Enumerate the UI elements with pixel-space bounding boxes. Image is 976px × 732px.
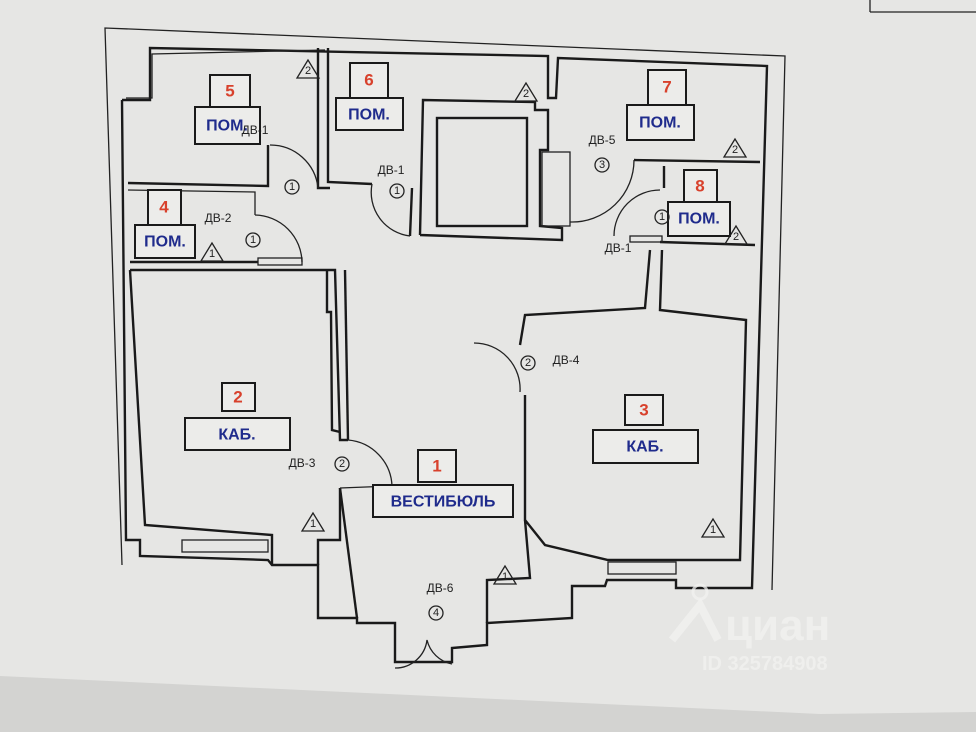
- door-swing: [394, 639, 453, 669]
- wall: [523, 249, 748, 562]
- room-label: ПОМ.: [639, 115, 681, 132]
- wall-segment: [541, 151, 571, 227]
- door-type-marker: 3: [594, 157, 610, 173]
- room-2: 2 КАБ.: [184, 382, 291, 451]
- paper-sheet: [0, 0, 976, 714]
- svg-text:1: 1: [502, 571, 508, 583]
- room-number: 2: [233, 388, 242, 407]
- svg-text:2: 2: [339, 458, 345, 470]
- room-label: КАБ.: [626, 439, 663, 456]
- svg-text:3: 3: [599, 159, 605, 171]
- door-type-marker: 1: [245, 232, 261, 248]
- wall: [130, 268, 348, 442]
- svg-text:4: 4: [433, 607, 439, 619]
- door-swing: [473, 342, 521, 393]
- room-6: 6 ПОМ.: [335, 62, 404, 131]
- room-label: ПОМ.: [348, 107, 390, 124]
- door-swing: [370, 183, 411, 237]
- door-swing: [339, 439, 393, 489]
- door-swing: [269, 144, 319, 189]
- wall: [325, 270, 341, 434]
- door-label: ДВ-1: [242, 123, 269, 137]
- exterior-wall-inner: [126, 49, 326, 99]
- window: [607, 561, 677, 575]
- svg-text:1: 1: [289, 181, 295, 193]
- room-7: 7 ПОМ.: [626, 69, 695, 141]
- door-label: ДВ-6: [427, 581, 454, 595]
- svg-text:2: 2: [523, 88, 529, 100]
- door-type-marker: 1: [389, 183, 405, 199]
- room-label: ВЕСТИБЮЛЬ: [391, 494, 496, 511]
- door-type-marker: 2: [520, 355, 536, 371]
- room-number: 7: [662, 78, 671, 97]
- room-label: ПОМ.: [206, 118, 248, 135]
- triangle-mark: 2: [722, 137, 748, 158]
- watermark-id: ID 325784908: [702, 653, 828, 675]
- door-swing: [254, 214, 303, 263]
- door-label: ДВ-1: [605, 241, 632, 255]
- wall: [633, 158, 761, 164]
- room-label: КАБ.: [218, 427, 255, 444]
- svg-text:1: 1: [659, 211, 665, 223]
- triangle-mark: 1: [300, 511, 326, 532]
- wall: [518, 249, 652, 346]
- room-number: 1: [432, 457, 441, 476]
- triangle-mark: 1: [199, 241, 225, 262]
- shaft-inner: [435, 116, 529, 228]
- room-3: 3 КАБ.: [592, 394, 699, 464]
- room-number: 6: [364, 71, 373, 90]
- wall: [485, 519, 532, 623]
- wall: [338, 487, 359, 619]
- triangle-mark: 1: [492, 564, 518, 585]
- door-type-marker: 2: [334, 456, 350, 472]
- door-label: ДВ-5: [589, 133, 616, 147]
- watermark: циан ID 325784908: [668, 583, 830, 675]
- svg-text:2: 2: [305, 65, 311, 77]
- room-1: 1 ВЕСТИБЮЛЬ: [372, 449, 514, 518]
- door-label: ДВ-2: [205, 211, 232, 225]
- triangle-mark: 2: [513, 81, 539, 102]
- wall: [326, 48, 373, 186]
- svg-text:1: 1: [250, 234, 256, 246]
- watermark-brand: циан: [725, 601, 830, 650]
- wall: [408, 187, 414, 237]
- paper-frame: [104, 27, 786, 591]
- svg-text:2: 2: [732, 144, 738, 156]
- door-type-marker: 1: [284, 179, 300, 195]
- wall: [127, 145, 270, 188]
- triangle-mark: 2: [723, 224, 749, 245]
- shaft-wall: [418, 98, 564, 242]
- door-label: ДВ-1: [378, 163, 405, 177]
- door-swing: [569, 159, 635, 223]
- room-label: ПОМ.: [678, 211, 720, 228]
- room-number: 8: [695, 177, 704, 196]
- logo-mark-icon: [668, 597, 722, 643]
- room-4: 4 ПОМ.: [134, 189, 196, 259]
- room-number: 4: [159, 198, 169, 217]
- room-5: 5 ПОМ.: [194, 74, 261, 145]
- svg-text:1: 1: [710, 524, 716, 536]
- room-label: ПОМ.: [144, 234, 186, 251]
- window: [181, 539, 269, 553]
- svg-text:1: 1: [394, 185, 400, 197]
- svg-text:2: 2: [733, 231, 739, 243]
- svg-text:2: 2: [525, 357, 531, 369]
- svg-text:1: 1: [209, 248, 215, 260]
- triangle-mark: 2: [295, 58, 321, 79]
- room-number: 5: [225, 82, 234, 101]
- wall: [316, 488, 342, 565]
- room-8: 8 ПОМ.: [667, 169, 731, 237]
- wall: [128, 269, 274, 565]
- door-type-marker: 1: [654, 209, 670, 225]
- door-type-marker: 4: [428, 605, 444, 621]
- door-swing: [613, 189, 661, 237]
- wall: [343, 269, 350, 441]
- door-label: ДВ-4: [553, 353, 580, 367]
- triangle-mark: 1: [700, 517, 726, 538]
- door-label: ДВ-3: [289, 456, 316, 470]
- wall-segment: [629, 235, 663, 243]
- svg-text:1: 1: [310, 518, 316, 530]
- room-number: 3: [639, 401, 648, 420]
